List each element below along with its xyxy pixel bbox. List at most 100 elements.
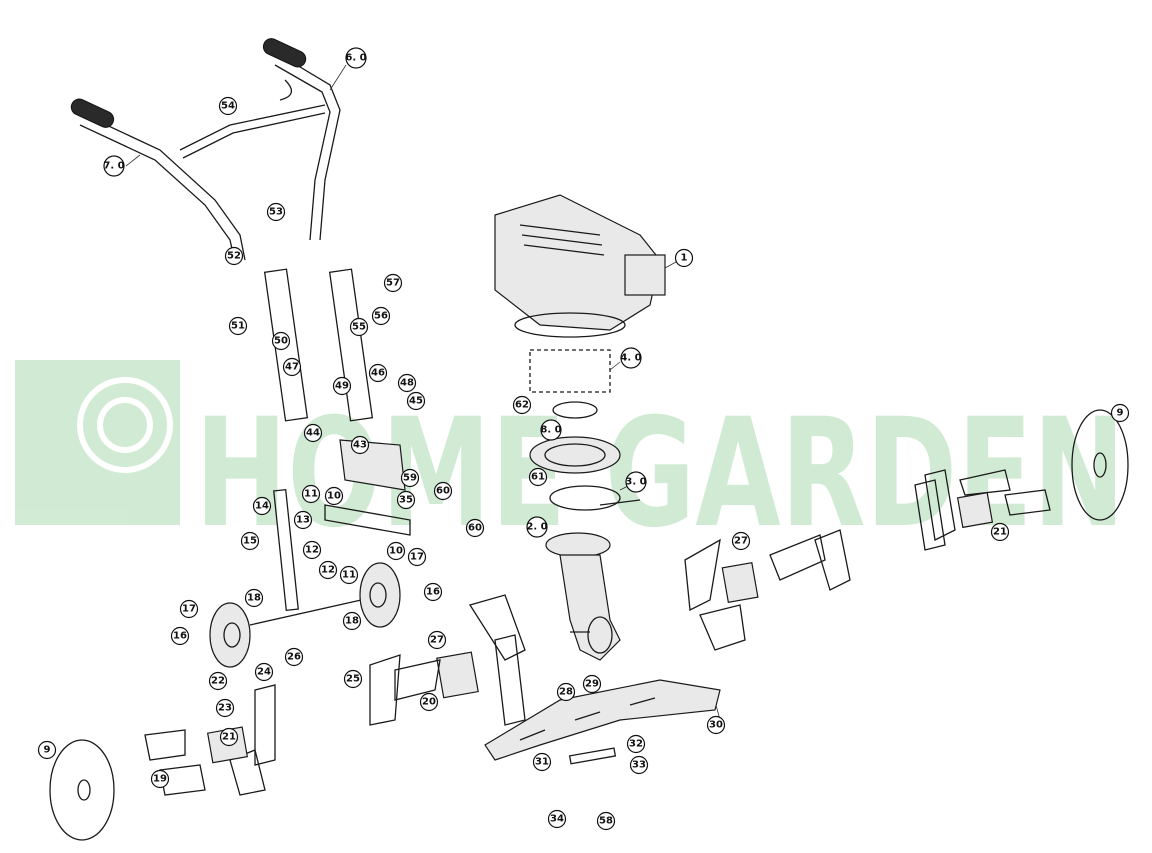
callout-17: 17 — [407, 547, 427, 567]
shield-slot-2 — [574, 711, 601, 721]
callout-circle — [596, 811, 616, 831]
callout-46: 46 — [368, 363, 388, 383]
right-handle-tube — [279, 54, 341, 241]
callout-text: 58 — [599, 816, 613, 827]
callout-12: 12 — [318, 560, 338, 580]
callout-text: 53 — [269, 207, 283, 218]
callout-40: 4. 0 — [620, 347, 642, 369]
callout-text: 19 — [153, 774, 167, 785]
callout-text: 30 — [709, 720, 723, 731]
callout-circle — [293, 510, 313, 530]
callout-circle — [208, 671, 228, 691]
callout-circle — [350, 435, 370, 455]
callout-text: 59 — [403, 473, 417, 484]
right-tine-assembly — [684, 409, 1129, 651]
right-disc-hub — [1093, 452, 1107, 478]
callout-text: 57 — [386, 278, 400, 289]
left-handle-tube-inner — [79, 124, 236, 263]
callout-text: 17 — [182, 604, 196, 615]
engine-cover-grille — [519, 224, 605, 256]
gearbox-output — [587, 616, 613, 654]
callout-text: 12 — [321, 565, 335, 576]
callout-text: 18 — [345, 616, 359, 627]
left-tine-blade-4 — [394, 659, 441, 701]
watermark-logo-box — [15, 360, 180, 525]
leader-1 — [664, 261, 677, 269]
callout-17: 17 — [179, 599, 199, 619]
callout-circle — [407, 547, 427, 567]
callout-circle — [252, 496, 272, 516]
callout-13: 13 — [293, 510, 313, 530]
callout-53: 53 — [266, 202, 286, 222]
callout-circle — [37, 740, 57, 760]
callout-circle — [386, 541, 406, 561]
callout-text: 3. 0 — [625, 477, 646, 488]
callout-10: 10 — [324, 486, 344, 506]
callout-circle — [103, 155, 125, 177]
flange-plate — [552, 401, 598, 419]
right-tine-blade-8 — [1004, 489, 1051, 516]
leader-6 — [329, 64, 347, 91]
callout-35: 35 — [396, 490, 416, 510]
callout-21: 21 — [990, 522, 1010, 542]
callout-text: 62 — [515, 400, 529, 411]
callout-51: 51 — [228, 316, 248, 336]
callout-circle — [324, 486, 344, 506]
callout-50: 50 — [271, 331, 291, 351]
callout-text: 14 — [255, 501, 269, 512]
callout-circle — [433, 481, 453, 501]
callout-text: 13 — [296, 515, 310, 526]
callout-text: 29 — [585, 679, 599, 690]
callout-circle — [406, 391, 426, 411]
cross-bar — [179, 104, 326, 151]
right-grip — [262, 38, 307, 68]
callout-circle — [179, 599, 199, 619]
callout-circle — [540, 419, 562, 441]
shield-bracket — [568, 747, 617, 765]
right-tine-flange — [721, 561, 759, 604]
callout-circle — [396, 490, 416, 510]
callout-15: 15 — [240, 531, 260, 551]
right-tine-blade-5 — [914, 479, 946, 551]
callout-circle — [731, 531, 751, 551]
callout-circle — [400, 468, 420, 488]
engine-assembly — [494, 194, 666, 511]
callout-circle — [282, 357, 302, 377]
callout-10: 10 — [386, 541, 406, 561]
callout-circle — [383, 273, 403, 293]
callout-labels: 12. 03. 04. 06. 07. 08. 0991010111112121… — [37, 47, 1130, 831]
left-handle-tube — [84, 114, 246, 261]
callout-circle — [301, 484, 321, 504]
callout-text: 7. 0 — [103, 161, 124, 172]
callout-9: 9 — [1110, 403, 1130, 423]
callout-text: 50 — [274, 336, 288, 347]
handle-bracket-plate-right — [328, 268, 374, 422]
tine-shield — [484, 679, 721, 765]
callout-text: 44 — [306, 428, 320, 439]
left-grip — [70, 98, 115, 128]
shield-slot-1 — [519, 729, 546, 741]
left-disc — [49, 739, 115, 841]
callout-text: 55 — [352, 322, 366, 333]
right-handle-tube-inner — [274, 64, 331, 241]
callout-circle — [150, 769, 170, 789]
callout-text: 51 — [231, 321, 245, 332]
callout-text: 34 — [550, 814, 564, 825]
callout-circle — [303, 423, 323, 443]
callout-text: 60 — [468, 523, 482, 534]
callout-circle — [339, 565, 359, 585]
watermark-logo-spiral-inner — [97, 397, 153, 453]
callout-text: 24 — [257, 667, 271, 678]
callout-circle — [629, 755, 649, 775]
callout-text: 10 — [327, 491, 341, 502]
callout-circle — [528, 467, 548, 487]
callout-circle — [342, 611, 362, 631]
callout-text: 15 — [243, 536, 257, 547]
callout-circle — [218, 96, 238, 116]
callout-16: 16 — [170, 626, 190, 646]
leader-7 — [125, 154, 141, 167]
fastener-kit-box — [529, 349, 611, 393]
callout-54: 54 — [218, 96, 238, 116]
callout-circle — [349, 317, 369, 337]
callout-62: 62 — [512, 395, 532, 415]
